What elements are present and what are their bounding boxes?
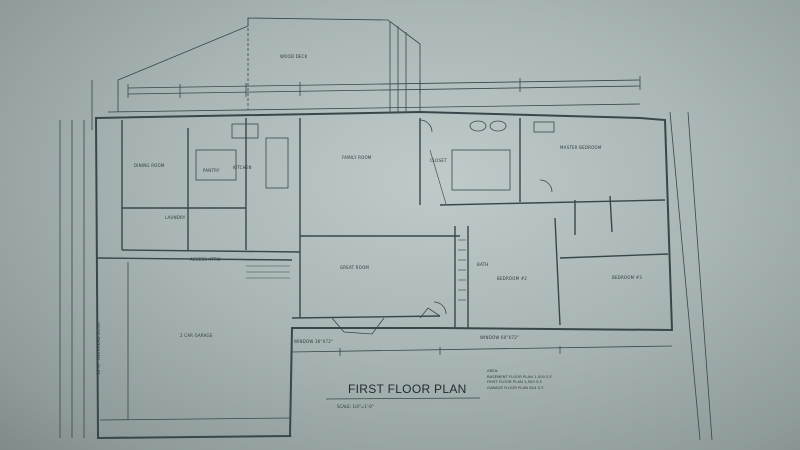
bedroom-2-label: BEDROOM #2 (497, 276, 528, 281)
window-note-b: WINDOW 60"X72" (480, 335, 519, 340)
area-heading: AREA: (487, 368, 499, 373)
closet-label: CLOSET (430, 158, 447, 163)
area-row: BASEMENT FLOOR PLAN 1,500 S.F. (487, 373, 553, 379)
garage-label: 2 CAR GARAGE (180, 333, 213, 338)
bedroom-3-label: BEDROOM #3 (612, 275, 643, 280)
scale-note: SCALE: 1/4"=1'-0" (337, 404, 374, 409)
family-room-label: FAMILY ROOM (342, 155, 372, 160)
deck-label: WOOD DECK (280, 54, 308, 59)
deck-outline (117, 17, 421, 112)
access-attic-label: ACCESS ATTIC (190, 257, 221, 262)
page-title: FIRST FLOOR PLAN (348, 382, 467, 396)
area-table: AREA: BASEMENT FLOOR PLAN 1,500 S.F. FIR… (487, 368, 597, 402)
window-note-a: WINDOW 36"X72" (294, 339, 333, 344)
laundry-label: LAUNDRY (165, 215, 186, 220)
dining-room-label: DINING ROOM (134, 163, 165, 168)
area-row: FIRST FLOOR PLAN 1,500 S.F. (487, 379, 543, 384)
kitchen-label: KITCHEN (233, 165, 252, 170)
bath-label: BATH (477, 262, 489, 267)
master-bedroom-label: MASTER BEDROOM (560, 145, 602, 150)
pantry-label: PANTRY (203, 168, 220, 173)
great-room-label: GREAT ROOM (340, 265, 370, 270)
overhead-door-note: 16'-0" OVERHEAD DOOR (96, 321, 101, 375)
area-row: GARAGE FLOOR PLAN 624 S.F. (487, 384, 545, 390)
